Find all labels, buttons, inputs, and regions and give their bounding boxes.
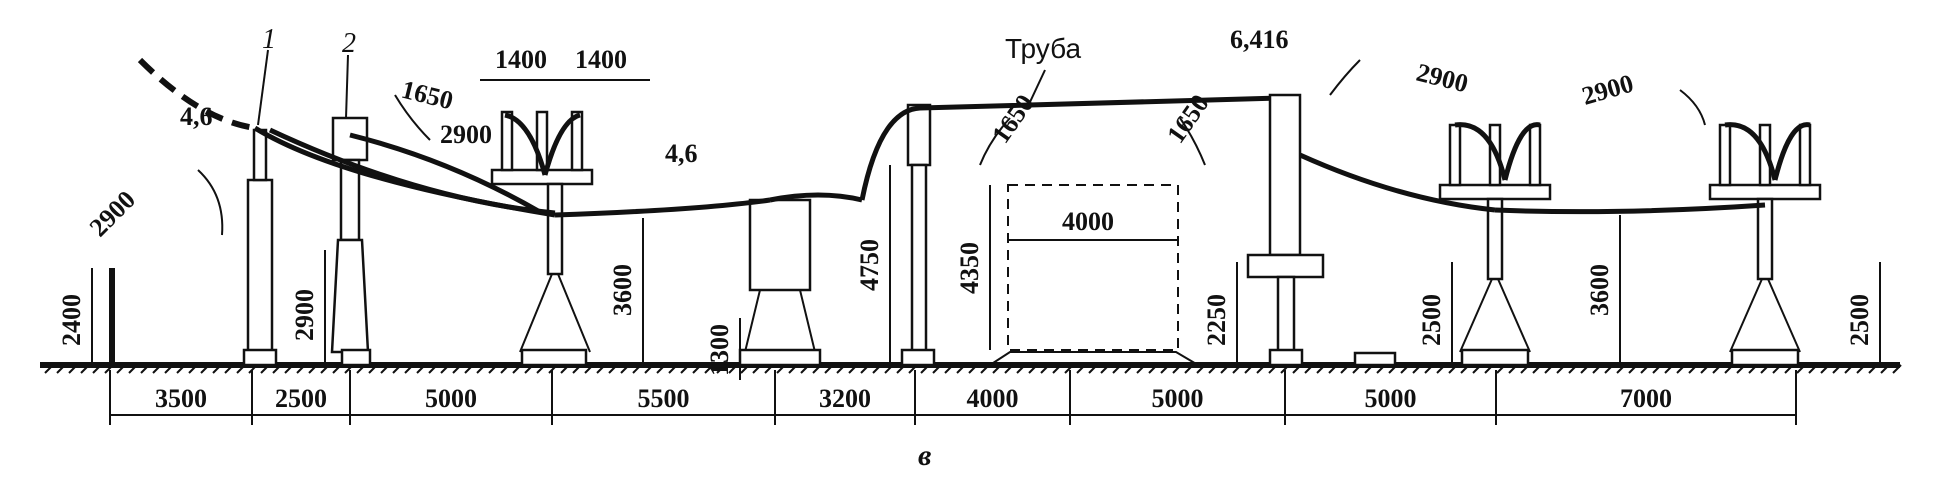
height-labels: 2400 2900 3600 1300 4750 4350 2250 2500 3600 2500 bbox=[57, 239, 1874, 376]
height-label: 2900 bbox=[290, 289, 319, 341]
ground bbox=[40, 362, 1902, 374]
clearance-a: 2900 bbox=[84, 185, 141, 242]
column-2 bbox=[330, 116, 372, 367]
span-label: 3200 bbox=[819, 384, 871, 413]
tower-3 bbox=[1708, 123, 1822, 367]
height-label: 4750 bbox=[855, 239, 884, 291]
conductors bbox=[253, 112, 1811, 218]
span-labels: 3500 2500 5000 5500 3200 4000 5000 5000 7000 bbox=[155, 384, 1672, 413]
figure-caption: в bbox=[918, 439, 931, 472]
height-label: 2500 bbox=[1845, 294, 1874, 346]
callout-2-leader bbox=[345, 54, 349, 119]
column-1 bbox=[242, 128, 278, 367]
height-label: 4350 bbox=[955, 242, 984, 294]
height-label: 3600 bbox=[1585, 264, 1614, 316]
clearance-g: 2900 bbox=[1579, 69, 1637, 111]
level-left: 4,6 bbox=[180, 102, 213, 131]
height-label: 3600 bbox=[608, 264, 637, 316]
ground-box bbox=[1353, 351, 1397, 367]
clearance-c: 2900 bbox=[440, 120, 492, 149]
span-label: 5000 bbox=[1152, 384, 1204, 413]
span-label: 5000 bbox=[1365, 384, 1417, 413]
level-middle: 4,6 bbox=[665, 139, 698, 168]
pipe bbox=[859, 95, 1283, 201]
height-label: 1300 bbox=[705, 324, 734, 376]
bay-frame bbox=[989, 184, 1199, 366]
span-label: 4000 bbox=[967, 384, 1019, 413]
height-label: 2400 bbox=[57, 294, 86, 346]
callout-1-leader bbox=[257, 49, 269, 126]
transformer bbox=[738, 198, 822, 367]
portal-column bbox=[1246, 93, 1325, 367]
callout-2: 2 bbox=[342, 28, 356, 59]
tower-2 bbox=[1438, 123, 1552, 367]
callout-1: 1 bbox=[262, 24, 276, 55]
top-spacing-left: 1400 bbox=[495, 45, 547, 74]
span-label: 7000 bbox=[1620, 384, 1672, 413]
height-dimension-lines bbox=[91, 165, 1881, 380]
span-dimension-line bbox=[109, 370, 1797, 425]
title-leader bbox=[1029, 69, 1046, 103]
height-label: 2250 bbox=[1202, 294, 1231, 346]
span-label: 5500 bbox=[638, 384, 690, 413]
tower-1 bbox=[490, 110, 594, 367]
span-label: 2500 bbox=[275, 384, 327, 413]
clearance-f: 2900 bbox=[1414, 58, 1471, 99]
clearance-arcs bbox=[197, 59, 1706, 236]
pipe-label: Труба bbox=[1005, 33, 1081, 64]
top-spacing-right: 1400 bbox=[575, 45, 627, 74]
level-top: 6,416 bbox=[1230, 25, 1289, 54]
bushing-column bbox=[900, 103, 936, 367]
height-label: 2500 bbox=[1417, 294, 1446, 346]
span-label: 3500 bbox=[155, 384, 207, 413]
span-label: 5000 bbox=[425, 384, 477, 413]
clearance-b: 1650 bbox=[399, 75, 456, 116]
incoming-line-dashed bbox=[137, 57, 256, 131]
bay-width: 4000 bbox=[1062, 207, 1114, 236]
